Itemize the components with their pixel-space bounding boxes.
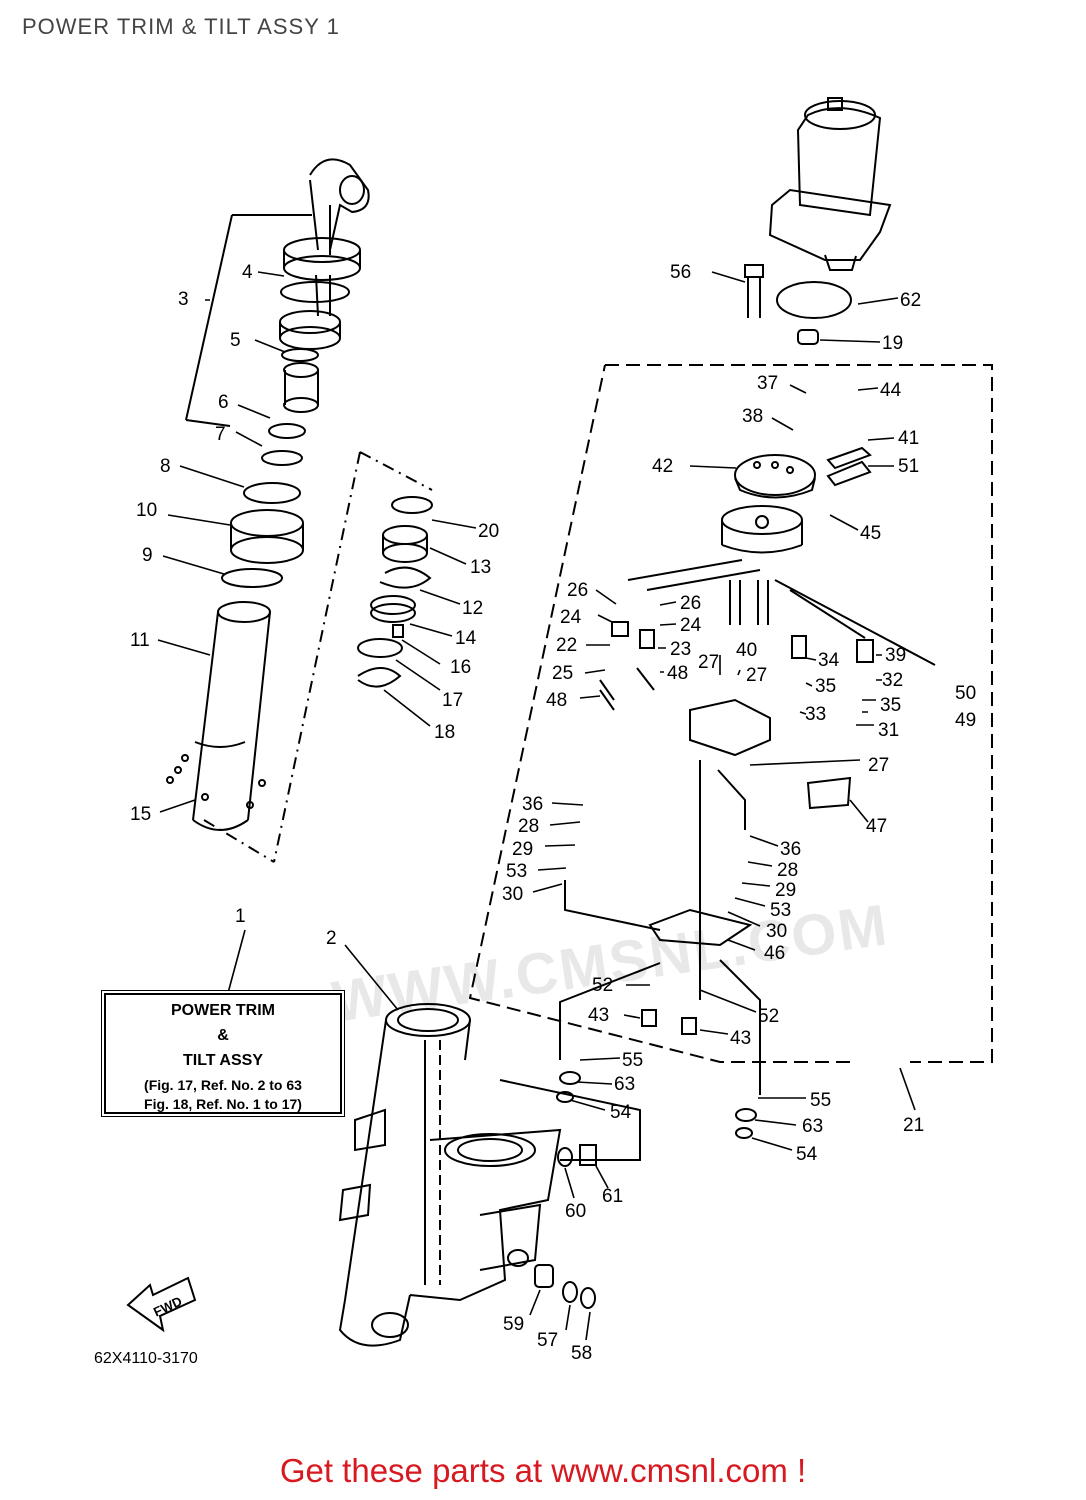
callout-27b: 27	[746, 665, 767, 686]
page-title: POWER TRIM & TILT ASSY 1	[22, 14, 340, 39]
callout-28a: 28	[518, 816, 539, 837]
callout-30a: 30	[502, 884, 523, 905]
callout-58: 58	[571, 1343, 592, 1364]
legend-line-1: POWER TRIM	[171, 1002, 275, 1019]
callout-51: 51	[898, 456, 919, 477]
legend-line-3: TILT ASSY	[183, 1052, 263, 1069]
callout-35b: 35	[880, 695, 901, 716]
promo-link[interactable]: Get these parts at www.cmsnl.com !	[279, 1452, 807, 1489]
callout-11: 11	[130, 630, 150, 651]
tilt-ram-drawing	[166, 158, 433, 863]
callout-50: 50	[955, 683, 976, 704]
callout-34: 34	[818, 650, 840, 671]
callout-16: 16	[450, 657, 471, 678]
callout-44: 44	[880, 380, 902, 401]
callout-42: 42	[652, 456, 673, 477]
callout-48b: 48	[546, 690, 567, 711]
callout-27c: 27	[868, 755, 889, 776]
callout-28b: 28	[777, 860, 798, 881]
callout-9: 9	[142, 545, 153, 566]
callout-2: 2	[326, 928, 337, 949]
callout-24b: 24	[680, 615, 702, 636]
callout-45: 45	[860, 523, 881, 544]
callout-13: 13	[470, 557, 491, 578]
callout-leaders	[157, 271, 916, 1341]
callout-47: 47	[866, 816, 887, 837]
callout-63b: 63	[802, 1116, 823, 1137]
callout-26b: 26	[680, 593, 701, 614]
callout-29a: 29	[512, 839, 533, 860]
part-code: 62X4110-3170	[94, 1350, 198, 1367]
callout-18: 18	[434, 722, 455, 743]
callout-52b: 52	[758, 1006, 779, 1027]
callout-27a: 27	[698, 652, 719, 673]
fwd-label: FWD	[151, 1293, 184, 1319]
callout-6: 6	[218, 392, 229, 413]
callout-39: 39	[885, 645, 906, 666]
callout-61: 61	[602, 1186, 623, 1207]
callout-30b: 30	[766, 921, 787, 942]
callout-23: 23	[670, 639, 691, 660]
callout-22: 22	[556, 635, 577, 656]
callout-25: 25	[552, 663, 573, 684]
callout-5: 5	[230, 330, 241, 351]
callout-52a: 52	[592, 975, 613, 996]
callout-8: 8	[160, 456, 171, 477]
callout-24a: 24	[560, 607, 582, 628]
callout-53a: 53	[506, 861, 527, 882]
callout-19: 19	[882, 333, 903, 354]
callout-46: 46	[764, 943, 785, 964]
callout-37: 37	[757, 373, 778, 394]
callout-55a: 55	[622, 1050, 643, 1071]
valve-assembly-drawing	[468, 97, 993, 1309]
callout-31: 31	[878, 720, 899, 741]
callout-20: 20	[478, 521, 499, 542]
callout-43b: 43	[730, 1028, 751, 1049]
callout-21: 21	[903, 1115, 924, 1136]
fwd-arrow-icon	[126, 1276, 197, 1333]
callout-54a: 54	[610, 1102, 632, 1123]
legend-box: POWER TRIM & TILT ASSY (Fig. 17, Ref. No…	[104, 993, 342, 1114]
callout-17: 17	[442, 690, 463, 711]
callout-43a: 43	[588, 1005, 609, 1026]
callout-32: 32	[882, 670, 903, 691]
legend-ref-1: (Fig. 17, Ref. No. 2 to 63	[144, 1077, 302, 1093]
callout-33: 33	[805, 704, 826, 725]
callout-56: 56	[670, 262, 691, 283]
callout-60: 60	[565, 1201, 586, 1222]
callout-7: 7	[215, 424, 226, 445]
callout-15: 15	[130, 804, 151, 825]
callout-1: 1	[235, 906, 246, 927]
callout-41: 41	[898, 428, 919, 449]
callout-53b: 53	[770, 900, 791, 921]
cylinder-body-drawing	[338, 1003, 562, 1347]
callout-55b: 55	[810, 1090, 831, 1111]
legend-ref-2: Fig. 18, Ref. No. 1 to 17)	[144, 1096, 302, 1112]
callout-4: 4	[242, 262, 253, 283]
callout-49: 49	[955, 710, 976, 731]
callout-48a: 48	[667, 663, 688, 684]
callout-36a: 36	[522, 794, 543, 815]
legend-line-2: &	[217, 1027, 229, 1044]
callout-36b: 36	[780, 839, 801, 860]
callout-26a: 26	[567, 580, 588, 601]
callout-59: 59	[503, 1314, 524, 1335]
callout-35a: 35	[815, 676, 836, 697]
callout-62: 62	[900, 290, 921, 311]
callout-29b: 29	[775, 880, 796, 901]
seal-stack-drawing	[357, 496, 433, 688]
callout-14: 14	[455, 628, 477, 649]
callout-57: 57	[537, 1330, 558, 1351]
callout-3: 3	[178, 289, 189, 310]
callout-54b: 54	[796, 1144, 818, 1165]
callout-10: 10	[136, 500, 157, 521]
callout-38: 38	[742, 406, 763, 427]
callout-63a: 63	[614, 1074, 635, 1095]
callout-12: 12	[462, 598, 483, 619]
callout-40: 40	[736, 640, 757, 661]
